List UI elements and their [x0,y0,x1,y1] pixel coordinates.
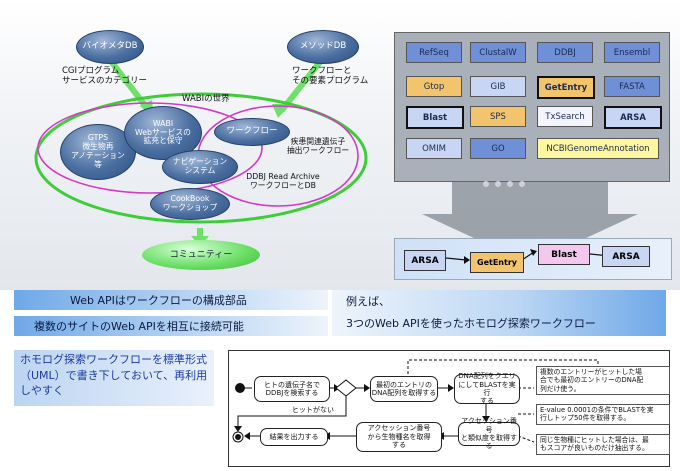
workflow-step-arsa-1: ARSA [404,250,446,271]
gtps-node: GTPS 微生物再 アノテーション 等 [60,124,136,180]
wabi-world-title: WABIの世界 [182,94,230,104]
workflow-programs-label: ワークフローと その要素プログラム [292,66,369,87]
api-tile-fasta: FASTA [604,76,660,97]
workflow-step-blast: Blast [538,244,590,265]
uml-note-box [14,350,214,406]
example-line2: 3つのWeb APIを使ったホモログ探索ワークフロー [346,317,596,330]
api-tile-ensembl: Ensembl [604,42,660,63]
bar-connect-sites: 複数のサイトのWeb APIを相互に接続可能 [14,316,328,336]
bio-db-node: バイオメタDB [76,30,144,64]
api-tile-sps: SPS [470,106,526,127]
api-tile-go: GO [470,138,526,159]
api-tile-ncbigenomeannotation: NCBIGenomeAnnotation [537,138,659,159]
api-tile-txsearch: TxSearch [537,106,593,127]
api-tile-blast: Blast [406,106,464,129]
uml-step-get-accession: アクセッション番号 と類似度を取得する [458,417,520,450]
ddbj-archive-node: DDBJ Read Archive ワークフローとDB [246,172,320,190]
api-tile-omim: OMIM [406,138,462,159]
api-tile-gtop: Gtop [406,76,462,97]
api-tile-gib: GIB [470,76,526,97]
cookbook-node: CookBook ワークショップ [150,188,230,220]
disease-workflow-node: 疾患関連遺伝子 抽出ワークフロー [286,137,350,155]
bar-web-api-parts: Web APIはワークフローの構成部品 [14,290,328,310]
workflow-node: ワークフロー [214,118,290,146]
example-line1: 例えば、 [346,295,390,308]
workflow-step-getentry: GetEntry [470,252,524,273]
uml-step-get-dna: 最初のエントリの DNA配列を取得する [370,376,438,402]
api-tile-refseq: RefSeq [406,42,462,63]
uml-step-search-ddbj: ヒトの遺伝子名で DDBJを検索する [254,376,330,402]
uml-note-text: ホモログ探索ワークフローを標準形式（UML）で書き下しておいて、再利用しやすく [20,353,208,398]
uml-step-output: 結果を出力する [260,428,328,446]
uml-note-evalue: E-value 0.0001の条件でBLASTを実 行しトップ50件を取得する。 [536,404,670,425]
cgi-label: CGIプログラム サービスのカテゴリー [62,66,148,87]
api-tile-arsa: ARSA [604,106,662,129]
navigation-node: ナビゲーション システム [162,150,238,184]
down-arrow [422,181,638,264]
method-db-node: メソッドDB [287,30,359,64]
community-node: コミュニティー [142,240,260,270]
example-box [332,290,666,336]
wabi-node: WABI Webサービスの 拡充と保守 [124,106,202,160]
api-tile-clustalw: ClustalW [470,42,526,63]
uml-no-hit-label: ヒットがない [292,406,334,414]
api-tile-getentry: GetEntry [537,76,595,99]
uml-step-run-blast: DNA配列をクエリ にしてBLASTを実行 する [454,372,520,405]
uml-note-first-entry: 複数のエントリーがヒットした場 合でも最初のエントリーのDNA配 列だけ使う。 [536,366,670,396]
api-tile-ddbj: DDBJ [537,42,593,63]
uml-note-best-score: 同じ生物種にヒットした場合は、最 もスコアが良いものだけ抽出する。 [536,434,670,455]
workflow-step-arsa-2: ARSA [602,246,650,267]
uml-step-get-species: アクセッション番号 から生物種名を取得 する [356,422,442,452]
